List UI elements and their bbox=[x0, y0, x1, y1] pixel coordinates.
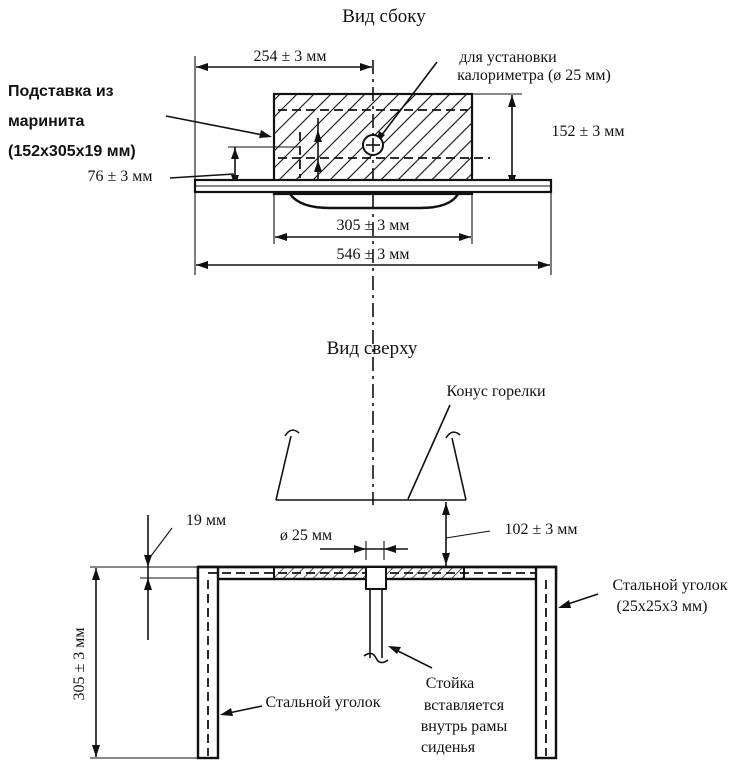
arrow bbox=[442, 553, 450, 565]
arrow bbox=[388, 646, 401, 654]
dim-19-label: 19 мм bbox=[186, 512, 226, 529]
arrow bbox=[354, 545, 366, 553]
arrow bbox=[220, 708, 233, 716]
dim-254-label: 254 ± 3 мм bbox=[253, 48, 326, 65]
dim-76-label: 76 ± 3 мм bbox=[87, 168, 152, 185]
dim-546-label: 546 ± 3 мм bbox=[336, 246, 409, 263]
post-label-3: внутрь рамы bbox=[421, 718, 508, 735]
post-label-4: сиденья bbox=[421, 739, 476, 756]
side-view-title: Вид сбоку bbox=[342, 6, 426, 27]
calorimeter-holder bbox=[365, 566, 387, 590]
steel-angle-left-label: Стальной уголок bbox=[265, 694, 380, 711]
calorimeter-label-1: для установки bbox=[459, 49, 557, 66]
arrow bbox=[384, 545, 396, 553]
board-label-3: (152x305x19 мм) bbox=[8, 143, 136, 160]
dim-305-vertical-label: 305 ± 3 мм bbox=[71, 627, 88, 700]
dim-305-label: 305 ± 3 мм bbox=[336, 217, 409, 234]
dim-d25-label: ø 25 мм bbox=[280, 527, 332, 544]
burner-cone bbox=[275, 429, 467, 501]
arrow bbox=[92, 745, 100, 757]
board-label-1: Подставка из bbox=[8, 83, 114, 100]
arrow bbox=[538, 261, 550, 269]
circle-cross-icon bbox=[362, 134, 384, 156]
arrow bbox=[558, 600, 571, 608]
calorimeter-label-2: калориметра (ø 25 мм) bbox=[457, 67, 611, 84]
arrow bbox=[196, 261, 208, 269]
board-lower-outline bbox=[289, 193, 460, 210]
dim-76-leader bbox=[169, 173, 235, 179]
burner-cone-leader bbox=[407, 404, 451, 500]
dim-102-label: 102 ± 3 мм bbox=[504, 521, 577, 538]
arrow bbox=[144, 578, 152, 590]
arrow bbox=[314, 160, 322, 172]
arrow bbox=[314, 130, 322, 142]
dim-152-label: 152 ± 3 мм bbox=[551, 123, 624, 140]
top-view-title: Вид сверху bbox=[327, 338, 418, 359]
arrow bbox=[360, 63, 372, 71]
arrow bbox=[231, 148, 239, 159]
dim-102-leader bbox=[445, 530, 491, 539]
post-break bbox=[363, 652, 389, 664]
steel-angle-right-label-1: Стальной уголок bbox=[612, 577, 727, 594]
post-label-2: вставляется bbox=[424, 697, 505, 714]
arrow bbox=[459, 233, 471, 241]
post-label-1: Стойка bbox=[426, 675, 474, 692]
arrow bbox=[92, 568, 100, 580]
arrow bbox=[259, 130, 272, 138]
board-label-2: маринита bbox=[8, 113, 84, 130]
board-leader bbox=[165, 115, 269, 137]
dim-19-leader bbox=[147, 527, 173, 561]
arrow bbox=[508, 95, 516, 107]
arrow bbox=[442, 503, 450, 515]
arrow bbox=[196, 63, 208, 71]
steel-angle-right-label-2: (25x25x3 мм) bbox=[617, 598, 708, 615]
arrow bbox=[275, 233, 287, 241]
post-leader bbox=[391, 647, 433, 669]
burner-cone-label: Конус горелки bbox=[446, 383, 546, 400]
